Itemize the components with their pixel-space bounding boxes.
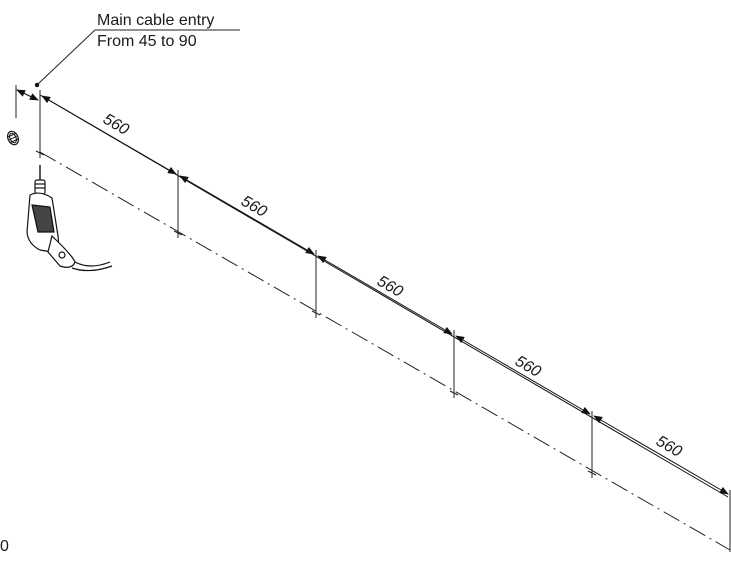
power-drill-icon [26,165,113,272]
dimension-label-5: 560 [653,433,685,461]
cable-entry-point [34,82,40,88]
corner-label: 0 [0,538,9,555]
cable-entry-callout: Main cable entry From 45 to 90 [97,10,214,52]
center-line [39,151,731,551]
drill-point-marks [35,148,597,478]
dimension-label-3: 560 [374,273,406,301]
cable-plug-icon [6,130,20,146]
dimension-arrows [41,95,729,495]
dimension-label-2: 560 [238,193,270,221]
entry-offset-dimension [15,85,39,118]
callout-title: Main cable entry [97,12,215,29]
callout-leader [34,29,240,88]
callout-subtitle: From 45 to 90 [97,33,197,50]
dimension-label-4: 560 [512,353,544,381]
dimension-label-1: 560 [100,111,132,139]
extension-lines [39,90,731,552]
